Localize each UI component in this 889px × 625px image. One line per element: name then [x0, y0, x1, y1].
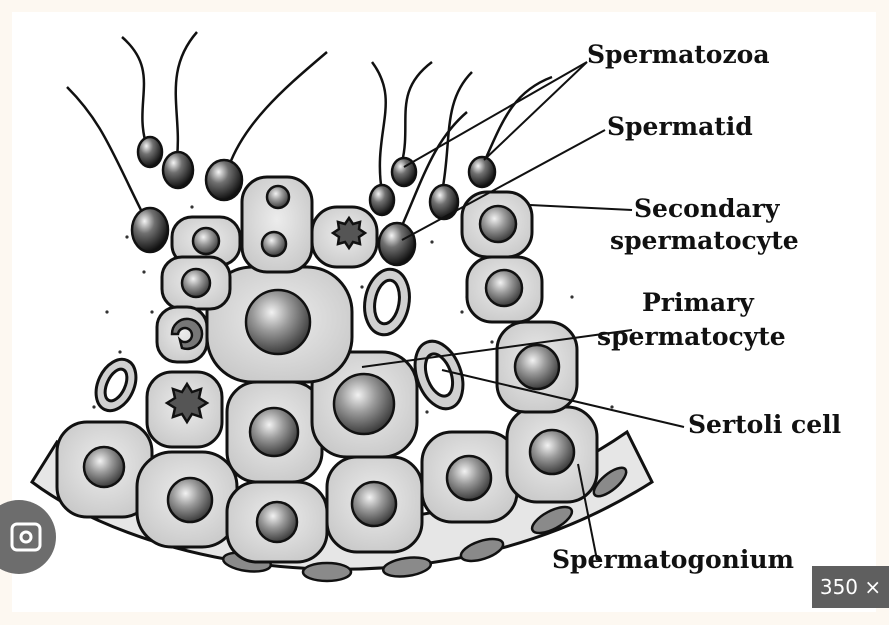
image-frame: Spermatozoa Spermatid Secondary spermato…: [12, 12, 876, 612]
image-size-badge: 350 ×: [812, 566, 889, 608]
label-spermatogonium: Spermatogonium: [552, 545, 794, 575]
label-primary-line1: Primary: [642, 288, 754, 318]
image-search-button[interactable]: [0, 500, 56, 574]
label-secondary-line2: spermatocyte: [610, 226, 799, 256]
label-sertoli-cell: Sertoli cell: [688, 410, 841, 440]
image-search-icon: [0, 500, 56, 574]
label-secondary-line1: Secondary: [634, 194, 779, 224]
label-spermatozoa: Spermatozoa: [587, 40, 770, 70]
label-primary-line2: spermatocyte: [597, 322, 786, 352]
label-spermatid: Spermatid: [607, 112, 753, 142]
